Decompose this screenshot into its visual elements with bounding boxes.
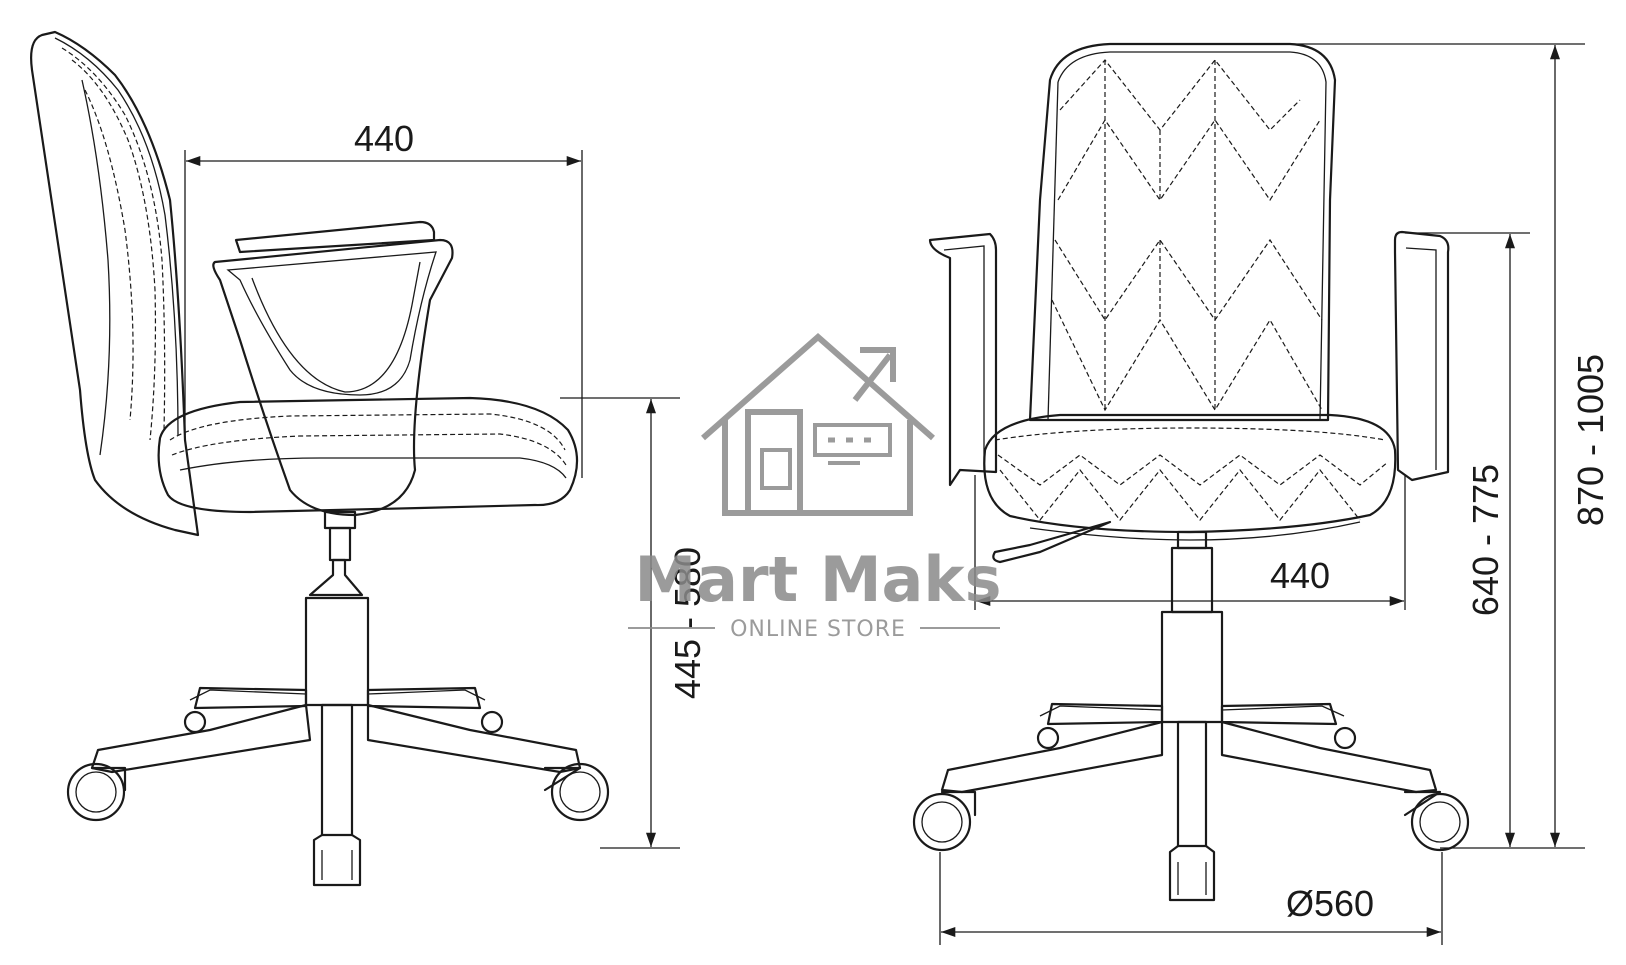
watermark: Mart Maks ONLINE STORE <box>628 333 1002 642</box>
watermark-tagline: ONLINE STORE <box>730 617 906 642</box>
dim-seat-width-front: 440 <box>1270 555 1330 596</box>
dim-seat-width-side: 440 <box>354 118 414 159</box>
dimension-lines <box>184 43 1585 945</box>
dim-seat-height: 445 - 580 <box>667 547 708 699</box>
chair-front-view <box>912 42 1470 902</box>
house-arrow-logo-icon <box>701 333 935 516</box>
dim-armrest-height: 640 - 775 <box>1465 464 1506 616</box>
dim-base-diameter: Ø560 <box>1286 883 1374 924</box>
dim-total-height: 870 - 1005 <box>1570 354 1611 526</box>
chair-side-view <box>30 30 610 887</box>
watermark-brand: Mart Maks <box>634 543 1001 616</box>
